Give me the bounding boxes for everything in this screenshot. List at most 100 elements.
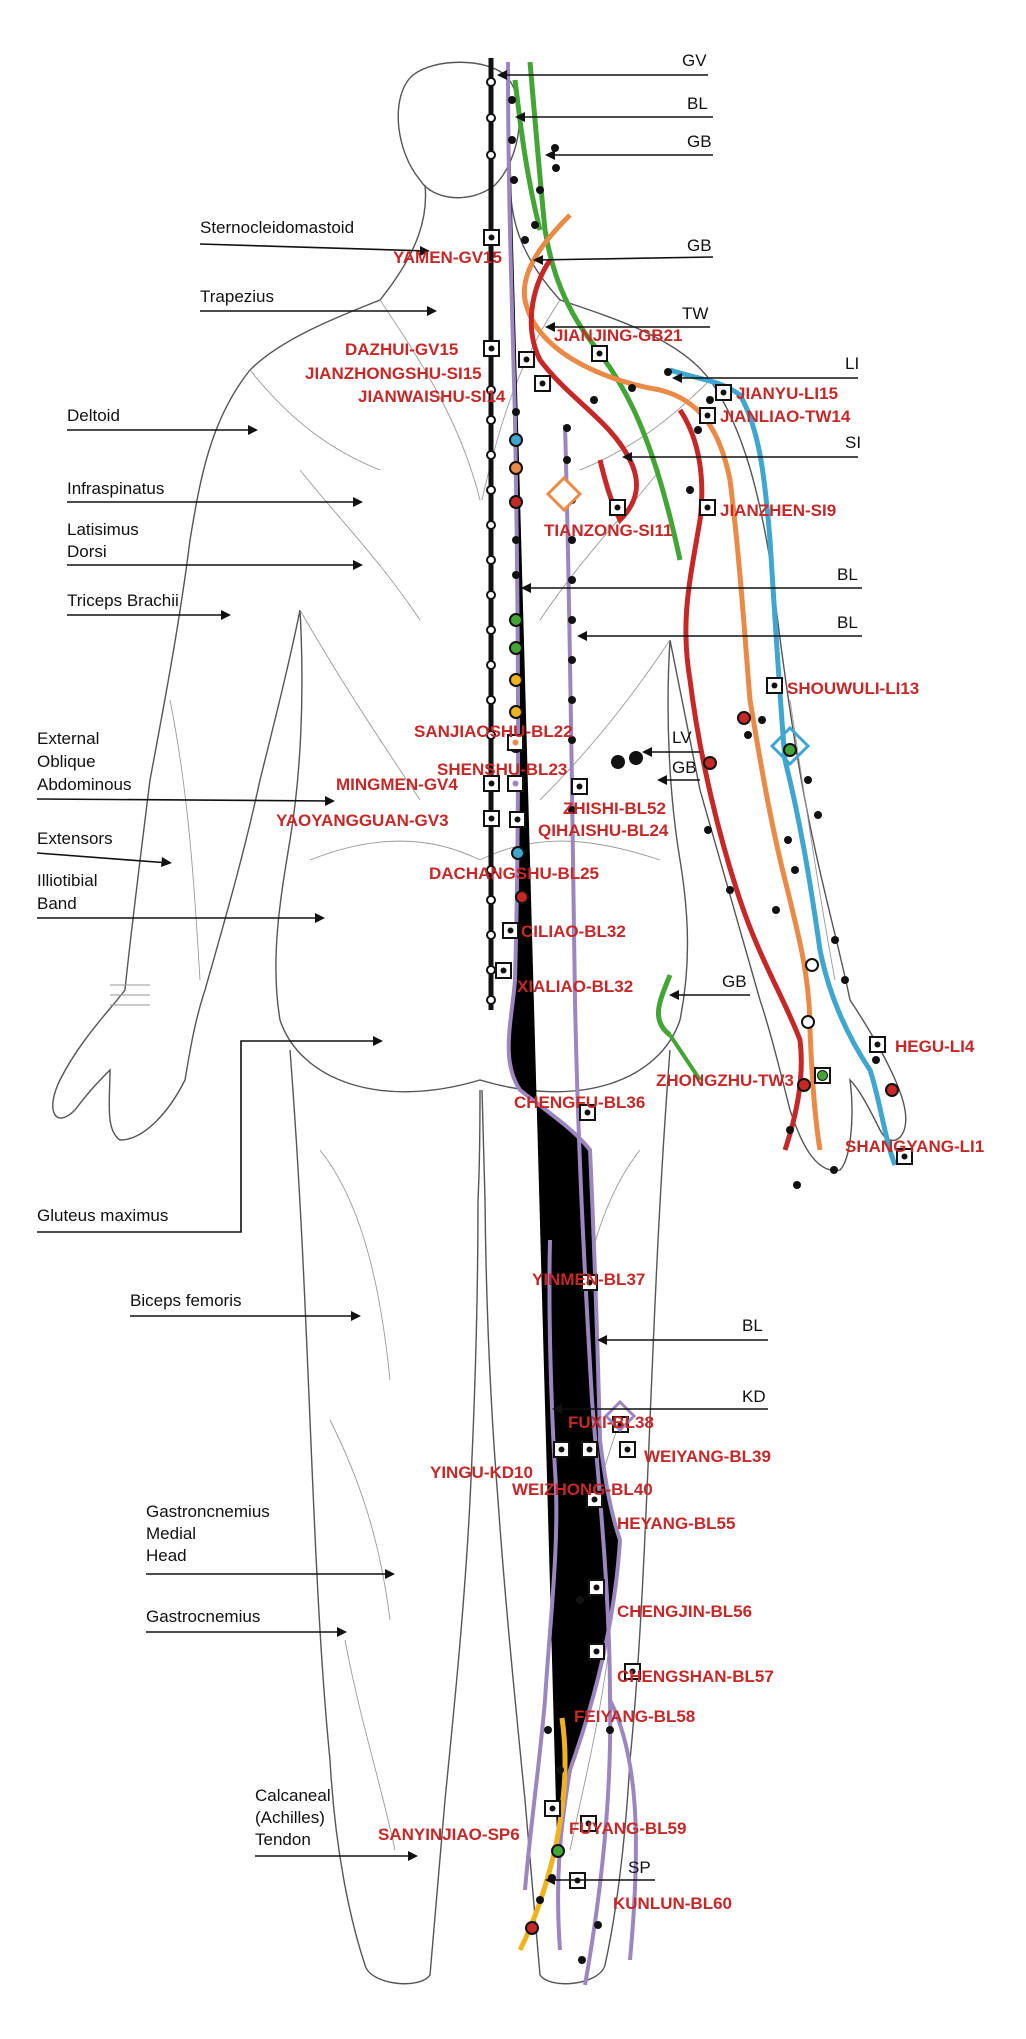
- gv-points: [486, 77, 496, 1005]
- acupoint-markers: [483, 77, 913, 1964]
- muscle-label-gastroncnemius: Gastroncnemius: [146, 1502, 270, 1521]
- gb-hip-channel-line: [655, 974, 673, 1037]
- point-label-feiyang-bl58: FEIYANG-BL58: [574, 1707, 695, 1726]
- point-label-sanyinjiao-sp6: SANYINJIAO-SP6: [378, 1825, 520, 1844]
- torso-left-outline: [275, 609, 303, 1021]
- gb-neck-points: [521, 144, 560, 244]
- gb-leg-channel-line: [668, 1033, 702, 1082]
- muscle-label-illiotibial: Illiotibial: [37, 871, 97, 890]
- point-label-mingmen-gv4: MINGMEN-GV4: [336, 775, 458, 794]
- channel-label-gv: GV: [682, 51, 707, 70]
- muscle-label-oblique: Oblique: [37, 752, 96, 771]
- diamond-markers: [545, 475, 811, 1433]
- muscle-label-band: Band: [37, 894, 77, 913]
- leg-points: [525, 1596, 614, 1964]
- gluteal-outline: [279, 1019, 681, 1093]
- point-label-jianjing-gb21: JIANJING-GB21: [554, 326, 682, 345]
- point-label-zhishi-bl52: ZHISHI-BL52: [563, 799, 666, 818]
- muscle-label-head: Head: [146, 1546, 187, 1565]
- tw-channel-line: [521, 213, 823, 1151]
- point-label-xialiao-bl32: XIALIAO-BL32: [517, 977, 633, 996]
- channel-labels: GV BL GB GB TW LI SI BL BL LV GB GB: [497, 51, 862, 1885]
- point-label-kunlun-bl60: KUNLUN-BL60: [613, 1894, 732, 1913]
- muscle-label-biceps-femoris: Biceps femoris: [130, 1291, 241, 1310]
- point-label-jianwaishu-si14: JIANWAISHU-SI14: [358, 387, 506, 406]
- point-label-jianzhongshu-si15: JIANZHONGSHU-SI15: [305, 364, 482, 383]
- point-label-ciliao-bl32: CILIAO-BL32: [521, 922, 626, 941]
- point-label-chengjin-bl56: CHENGJIN-BL56: [617, 1602, 752, 1621]
- named-point-squares: [483, 229, 913, 1889]
- point-label-yingu-kd10: YINGU-KD10: [430, 1463, 533, 1482]
- gb-neck2-channel-line: [512, 79, 543, 231]
- muscle-label-deltoid: Deltoid: [67, 406, 120, 425]
- bl-inner-channel-line: [508, 62, 620, 1950]
- channel-label-gb-4: GB: [722, 972, 747, 991]
- right-leg-outline: [481, 1049, 671, 1985]
- point-label-fuyang-bl59: FUYANG-BL59: [569, 1819, 686, 1838]
- muscle-label-extensors: Extensors: [37, 829, 113, 848]
- point-label-weiyang-bl39: WEIYANG-BL39: [644, 1447, 771, 1466]
- lv-gb-points: [611, 751, 643, 769]
- muscle-label-dorsi: Dorsi: [67, 542, 107, 561]
- muscle-labels: Sternocleidomastoid Trapezius Deltoid In…: [36, 218, 437, 1861]
- point-label-weizhong-bl40: WEIZHONG-BL40: [512, 1480, 653, 1499]
- muscle-label-medial: Medial: [146, 1524, 196, 1543]
- point-label-hegu-li4: HEGU-LI4: [895, 1037, 975, 1056]
- point-label-chengshan-bl57: CHENGSHAN-BL57: [617, 1667, 774, 1686]
- point-label-dazhui-gv15: DAZHUI-GV15: [345, 340, 458, 359]
- channel-label-bl-1: BL: [687, 94, 708, 113]
- point-label-sanjiaoshu-bl22: SANJIAOSHU-BL22: [414, 722, 573, 741]
- left-arm-outline: [52, 299, 381, 1141]
- gb-neck-channel-line: [527, 61, 683, 561]
- muscle-label-sternocleidomastoid: Sternocleidomastoid: [200, 218, 354, 237]
- channel-label-gb-2: GB: [687, 236, 712, 255]
- torso-right-outline: [667, 639, 689, 1021]
- muscle-label-external: External: [37, 729, 99, 748]
- muscle-label-achilles: (Achilles): [255, 1808, 325, 1827]
- point-label-shenshu-bl23: SHENSHU-BL23: [437, 760, 567, 779]
- point-label-dachangshu-bl25: DACHANGSHU-BL25: [429, 864, 599, 883]
- muscle-label-tendon: Tendon: [255, 1830, 311, 1849]
- channel-label-lv: LV: [672, 728, 692, 747]
- point-label-tianzong-si11: TIANZONG-SI11: [544, 521, 672, 540]
- muscle-label-trapezius: Trapezius: [200, 287, 274, 306]
- point-label-yamen-gv15: YAMEN-GV15: [393, 248, 502, 267]
- channel-label-bl-3: BL: [837, 613, 858, 632]
- point-labels: YAMEN-GV15 DAZHUI-GV15 JIANZHONGSHU-SI15…: [276, 248, 984, 1913]
- point-label-fuxi-bl38: FUXI-BL38: [568, 1413, 654, 1432]
- channel-label-li: LI: [845, 354, 859, 373]
- muscle-label-calcaneal: Calcaneal: [255, 1786, 331, 1805]
- left-leg-outline: [289, 1049, 481, 1985]
- channel-label-tw: TW: [682, 304, 708, 323]
- point-label-qihaishu-bl24: QIHAISHU-BL24: [538, 821, 669, 840]
- muscle-label-abdominous: Abdominous: [37, 775, 132, 794]
- point-label-jianyu-li15: JIANYU-LI15: [736, 384, 838, 403]
- point-label-yinmen-bl37: YINMEN-BL37: [532, 1270, 645, 1289]
- point-label-yaoyangguan-gv3: YAOYANGGUAN-GV3: [276, 811, 449, 830]
- point-label-shouwuli-li13: SHOUWULI-LI13: [787, 679, 919, 698]
- right-arm-outline: [559, 299, 907, 1172]
- muscle-label-latisimus: Latisimus: [67, 520, 139, 539]
- arm-points: [590, 368, 899, 1189]
- point-label-chengfu-bl36: CHENGFU-BL36: [514, 1093, 645, 1112]
- point-label-heyang-bl55: HEYANG-BL55: [617, 1514, 735, 1533]
- point-label-shangyang-li1: SHANGYANG-LI1: [845, 1137, 984, 1156]
- kd-channel-line: [523, 1239, 559, 1891]
- point-label-zhongzhu-tw3: ZHONGZHU-TW3: [656, 1071, 794, 1090]
- channel-label-gb-1: GB: [687, 132, 712, 151]
- head-outline: [397, 61, 521, 199]
- muscle-label-infraspinatus: Infraspinatus: [67, 479, 164, 498]
- muscle-label-gluteus-maximus: Gluteus maximus: [37, 1206, 168, 1225]
- point-label-jianliao-tw14: JIANLIAO-TW14: [720, 407, 851, 426]
- bl-points: [508, 96, 576, 904]
- body-outline: [52, 61, 907, 1985]
- channel-label-si: SI: [845, 433, 861, 452]
- channel-label-sp: SP: [628, 1858, 651, 1877]
- channel-label-bl-2: BL: [837, 565, 858, 584]
- channel-label-kd: KD: [742, 1387, 766, 1406]
- muscle-detail: [110, 299, 836, 1851]
- muscle-label-gastrocnemius: Gastrocnemius: [146, 1607, 260, 1626]
- muscle-label-triceps-brachii: Triceps Brachii: [67, 591, 179, 610]
- meridians: [488, 58, 898, 1986]
